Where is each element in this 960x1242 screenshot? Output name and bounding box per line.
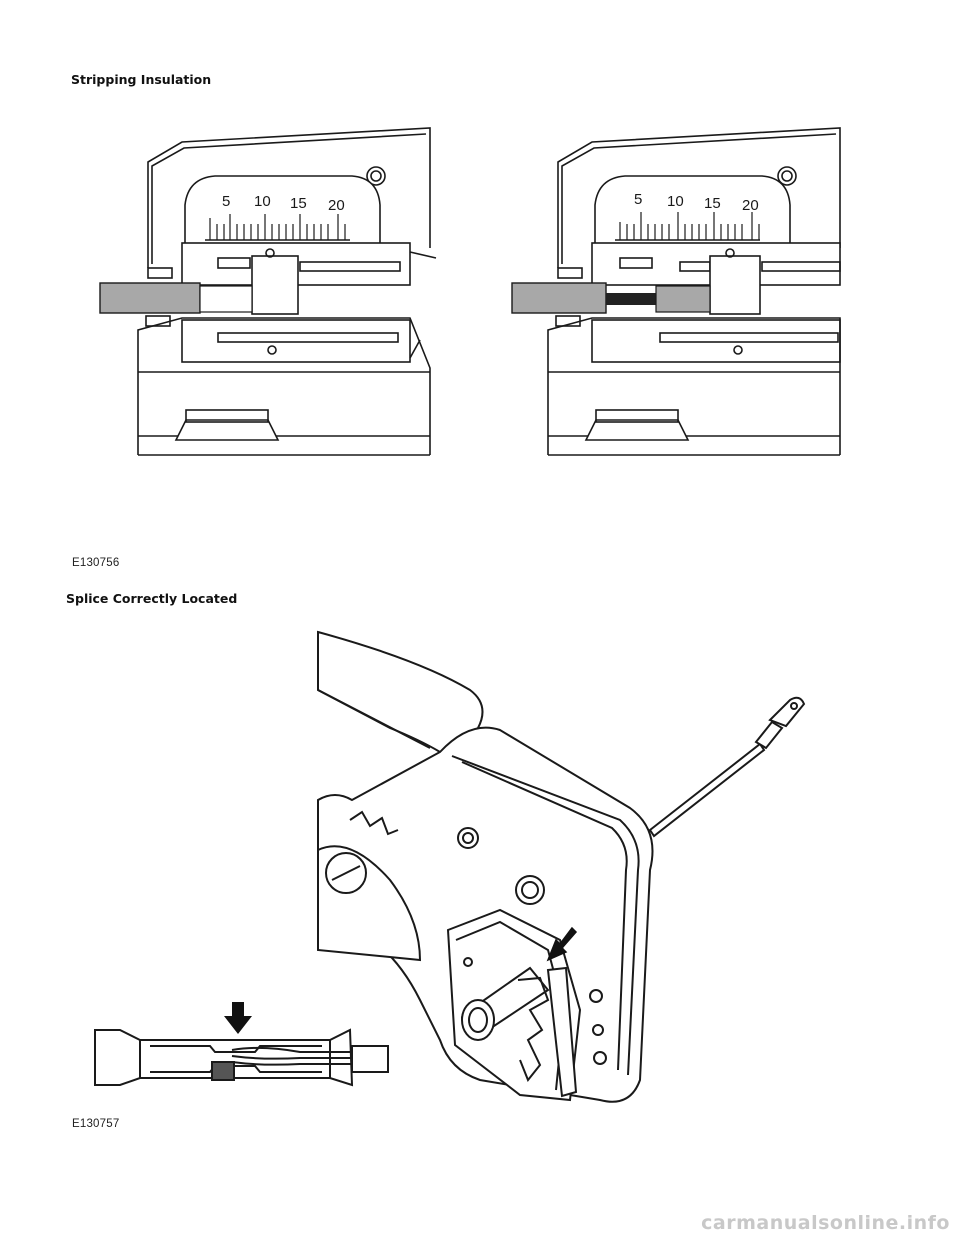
scale-ticks-right [619, 212, 760, 240]
watermark: carmanualsonline.info [701, 1212, 950, 1234]
scale-label-10: 10 [254, 193, 271, 210]
splice-wire [648, 696, 806, 838]
scale-label-5: 5 [222, 193, 230, 210]
stripper-view-right [547, 127, 841, 456]
section-heading-splice: Splice Correctly Located [66, 591, 238, 606]
wire-left [99, 282, 253, 314]
scale-label-5-right: 5 [634, 191, 642, 208]
splice-inset [94, 1028, 389, 1087]
scale-label-15-right: 15 [704, 195, 721, 212]
scale-label-20: 20 [328, 197, 345, 214]
crimp-tool [317, 630, 654, 1103]
scale-ticks-left [209, 214, 346, 240]
figure-stripping-insulation: 5 10 15 20 [99, 127, 841, 456]
locator-arrow-tool [546, 926, 578, 962]
scale-label-10-right: 10 [667, 193, 684, 210]
locator-arrow-inset [224, 1002, 252, 1034]
figure-id-splice: E130757 [72, 1118, 120, 1130]
stripper-view-left [137, 127, 437, 456]
section-heading-stripping: Stripping Insulation [71, 72, 212, 87]
scale-label-15: 15 [290, 195, 307, 212]
wire-right-stripped [511, 282, 711, 314]
scale-label-20-right: 20 [742, 197, 759, 214]
figure-id-stripping: E130756 [72, 557, 120, 569]
